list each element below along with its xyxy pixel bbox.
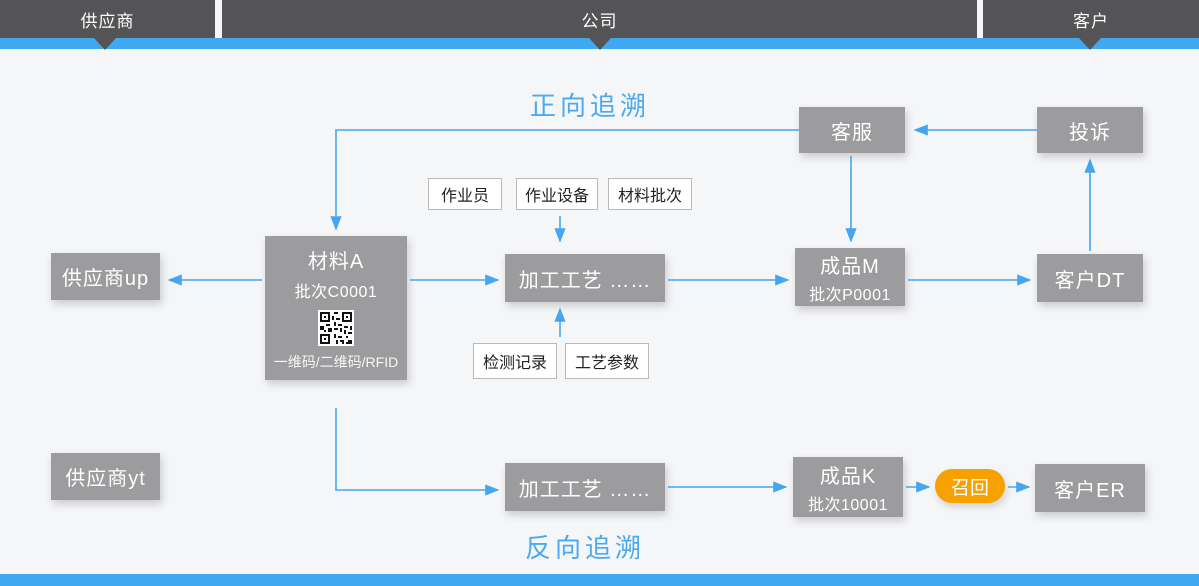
node-customer-er: 客户ER [1035, 464, 1145, 512]
tag-equipment-label: 作业设备 [524, 188, 589, 205]
bottom-blue-band [0, 574, 1199, 586]
node-material-a-batch: 批次C0001 [294, 283, 378, 301]
node-product-k: 成品K 批次10001 [793, 457, 903, 517]
node-customer-dt-label: 客户DT [1054, 269, 1126, 292]
node-process-bottom-label: 加工工艺 …… [518, 478, 652, 501]
recall-badge-label: 召回 [950, 477, 989, 499]
tag-inspection-record-label: 检测记录 [482, 355, 547, 372]
node-product-m: 成品M 批次P0001 [795, 248, 905, 306]
node-customer-service-label: 客服 [831, 121, 873, 144]
tag-worker: 作业员 [428, 178, 502, 210]
node-supplier-up-label: 供应商up [61, 268, 150, 290]
node-product-m-batch: 批次P0001 [809, 286, 891, 304]
node-customer-er-label: 客户ER [1054, 479, 1126, 502]
tag-equipment: 作业设备 [516, 178, 598, 210]
node-material-a-codes: 一维码/二维码/RFID [273, 353, 399, 370]
qr-code-icon [318, 309, 354, 346]
node-material-a-name: 材料A [307, 250, 365, 273]
tag-inspection-record: 检测记录 [473, 343, 557, 379]
node-supplier-yt: 供应商yt [51, 453, 160, 500]
forward-trace-title: 正向追溯 [529, 91, 650, 121]
node-complaint-label: 投诉 [1069, 121, 1111, 144]
topbar-label-supplier: 供应商 [80, 11, 135, 31]
recall-badge: 召回 [935, 469, 1005, 503]
node-supplier-yt-label: 供应商yt [65, 468, 146, 490]
pointer-triangle-customer [1079, 38, 1101, 50]
topbar-segment-customer: 客户 [983, 0, 1199, 38]
tag-process-params: 工艺参数 [565, 343, 649, 379]
node-material-a: 材料A 批次C0001 一维码/二维码/RFID [265, 236, 407, 380]
node-process-bottom: 加工工艺 …… [505, 463, 665, 511]
tag-process-params-label: 工艺参数 [574, 355, 639, 372]
node-customer-dt: 客户DT [1037, 254, 1143, 302]
topbar-label-company: 公司 [581, 11, 618, 31]
topbar-segment-supplier: 供应商 [0, 0, 215, 38]
tag-material-batch: 材料批次 [608, 178, 692, 210]
pointer-triangle-supplier [94, 38, 116, 50]
backward-trace-title: 反向追溯 [524, 533, 645, 563]
node-complaint: 投诉 [1037, 107, 1143, 153]
node-process-top-label: 加工工艺 …… [518, 269, 652, 292]
tag-worker-label: 作业员 [440, 188, 489, 205]
topbar-label-customer: 客户 [1073, 11, 1109, 31]
node-product-k-name: 成品K [819, 465, 877, 488]
tag-material-batch-label: 材料批次 [617, 188, 682, 205]
topbar-segment-company: 公司 [222, 0, 977, 38]
node-product-k-batch: 批次10001 [808, 496, 888, 514]
node-supplier-up: 供应商up [51, 253, 160, 300]
pointer-triangle-company [589, 38, 611, 50]
node-product-m-name: 成品M [820, 255, 880, 278]
node-process-top: 加工工艺 …… [505, 254, 665, 302]
node-customer-service: 客服 [799, 107, 905, 153]
